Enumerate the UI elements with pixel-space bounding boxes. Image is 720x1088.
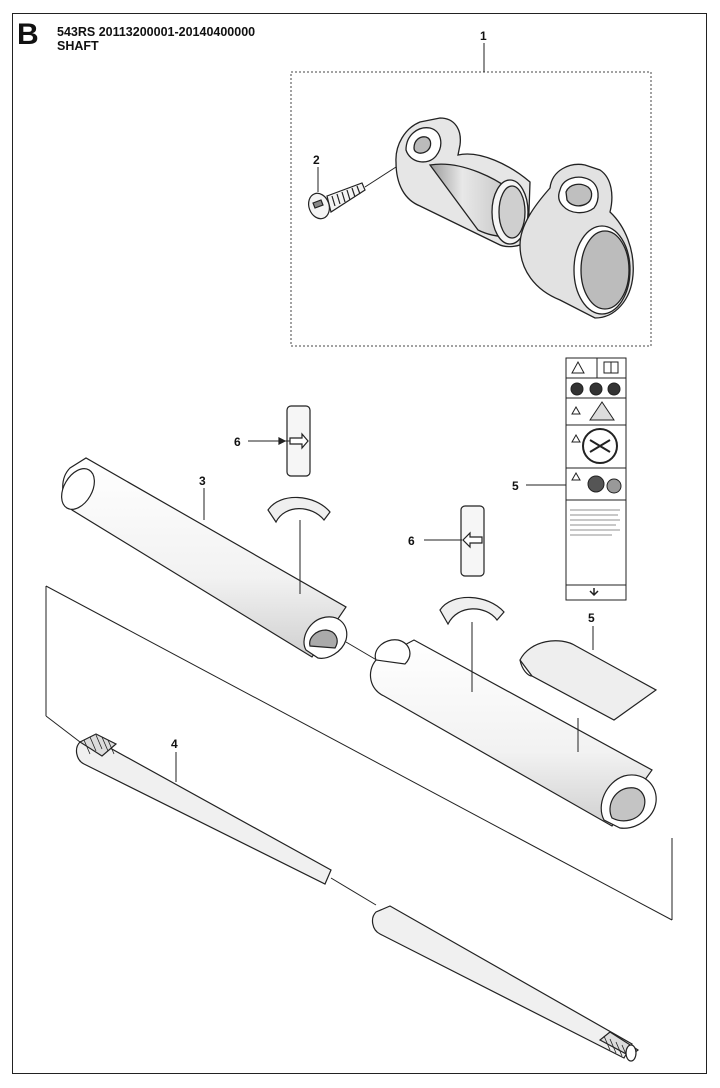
callout-1: 1 — [480, 29, 487, 43]
kit-dashed-box — [290, 43, 652, 347]
sleeve-part-upper-left — [267, 496, 331, 594]
section-letter: B — [17, 18, 39, 51]
tube-part-3 — [61, 457, 348, 659]
screw-part — [308, 157, 411, 220]
arrow-decal-part-6-upper — [248, 405, 311, 477]
page-frame — [12, 13, 707, 1074]
drive-shaft-part-4 — [75, 733, 640, 1062]
leader-lines — [175, 167, 319, 782]
clamp-body-part — [395, 117, 531, 248]
callout-6-lower: 6 — [408, 534, 415, 548]
model-serial-range: 543RS 20113200001-20140400000 — [57, 25, 256, 39]
callout-3: 3 — [199, 474, 206, 488]
half-shell-part-5 — [519, 626, 658, 752]
callout-2: 2 — [313, 153, 320, 167]
diagram-title: SHAFT — [57, 39, 99, 53]
sleeve-part-middle — [439, 596, 505, 692]
warning-label-part-5 — [526, 357, 627, 601]
arrow-decal-part-6-lower — [424, 505, 485, 577]
clamp-cap-part — [519, 163, 634, 319]
tube-part-middle — [369, 639, 657, 829]
callout-5-shell: 5 — [588, 611, 595, 625]
assembly-axis-lines — [45, 585, 673, 921]
callout-4: 4 — [171, 737, 178, 751]
callout-5-label: 5 — [512, 479, 519, 493]
callout-6-upper: 6 — [234, 435, 241, 449]
